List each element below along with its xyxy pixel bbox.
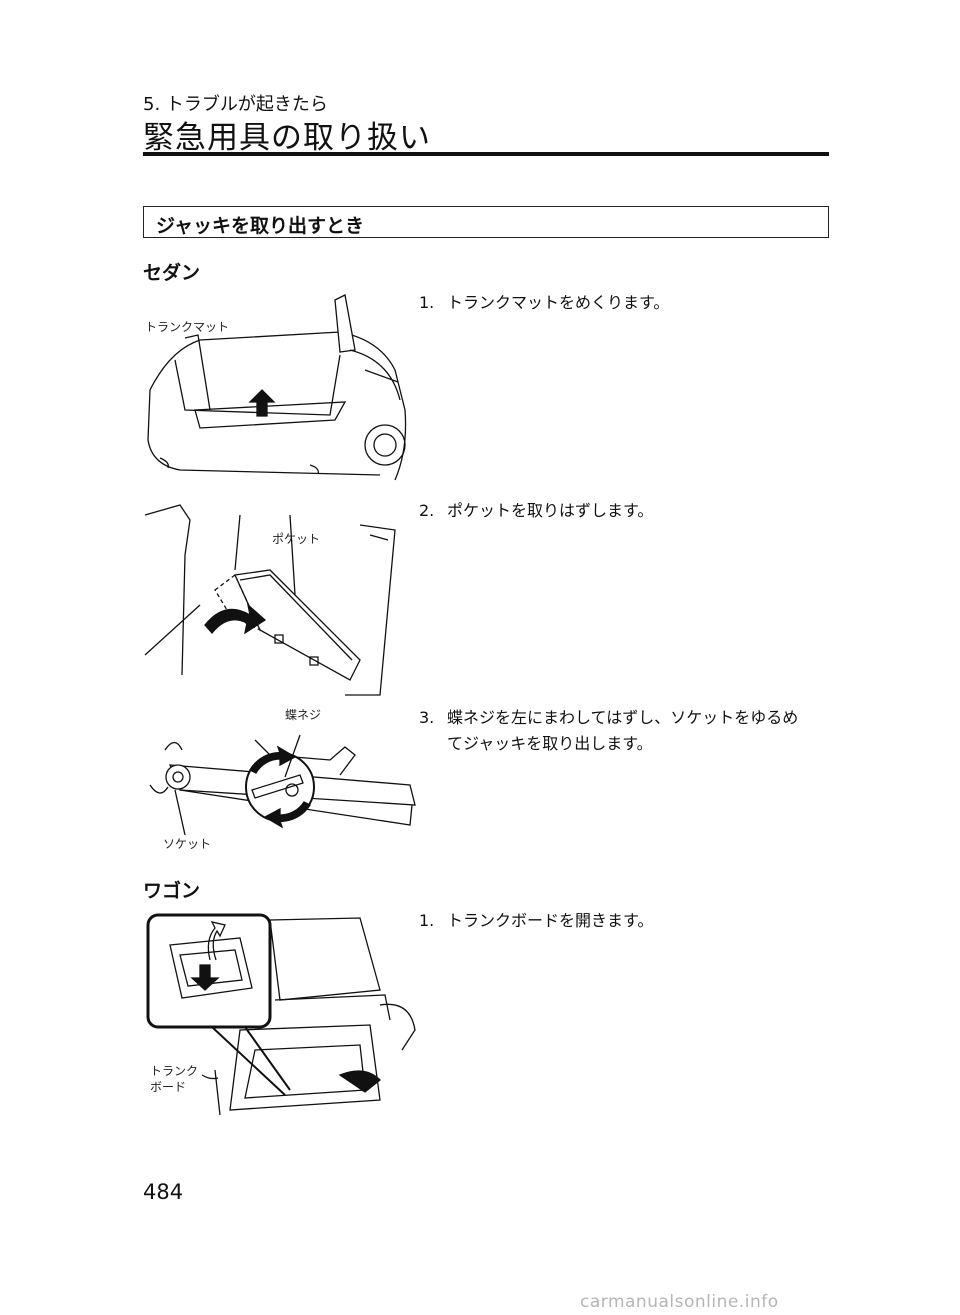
step-number: 1. — [419, 911, 435, 930]
page-number: 484 — [143, 1180, 184, 1204]
step-text: トランクマットをめくります。 — [447, 293, 670, 312]
wagon-step-1: 1. トランクボードを開きます。 — [419, 908, 653, 934]
label-pocket: ポケット — [272, 532, 321, 546]
watermark: carmanualsonline.info — [580, 1292, 779, 1312]
label-trunk-board-line1: トランク — [150, 1064, 199, 1078]
page-title: 緊急用具の取り扱い — [143, 120, 431, 156]
label-trunk-mat: トランクマット — [145, 320, 230, 334]
section-title-box: ジャッキを取り出すとき — [143, 206, 829, 238]
step-number: 3. — [419, 708, 435, 727]
sedan-step-2: 2. ポケットを取りはずします。 — [419, 498, 653, 524]
sedan-pocket-illustration — [140, 495, 415, 705]
step-text-line1: 蝶ネジを左にまわしてはずし、ソケットをゆるめ — [447, 708, 799, 727]
title-rule — [143, 152, 829, 156]
label-trunk-board-line2: ボード — [150, 1080, 187, 1094]
step-text-line2: てジャッキを取り出します。 — [447, 734, 653, 753]
section-title: ジャッキを取り出すとき — [156, 215, 365, 237]
step-number: 2. — [419, 501, 435, 520]
sedan-trunk-illustration — [140, 290, 415, 495]
sedan-heading: セダン — [143, 262, 201, 284]
step-number: 1. — [419, 293, 435, 312]
step-text: トランクボードを開きます。 — [447, 911, 654, 930]
chapter-heading: 5. トラブルが起きたら — [143, 94, 328, 115]
sedan-step-3: 3. 蝶ネジを左にまわしてはずし、ソケットをゆるめ てジャッキを取り出します。 — [419, 705, 839, 757]
label-socket: ソケット — [163, 837, 212, 851]
sedan-step-1: 1. トランクマットをめくります。 — [419, 290, 669, 316]
label-wing-screw: 蝶ネジ — [285, 708, 322, 722]
step-text: ポケットを取りはずします。 — [447, 501, 654, 520]
wagon-trunk-illustration — [140, 910, 420, 1120]
wagon-heading: ワゴン — [143, 880, 201, 902]
sedan-jack-illustration — [140, 705, 420, 845]
